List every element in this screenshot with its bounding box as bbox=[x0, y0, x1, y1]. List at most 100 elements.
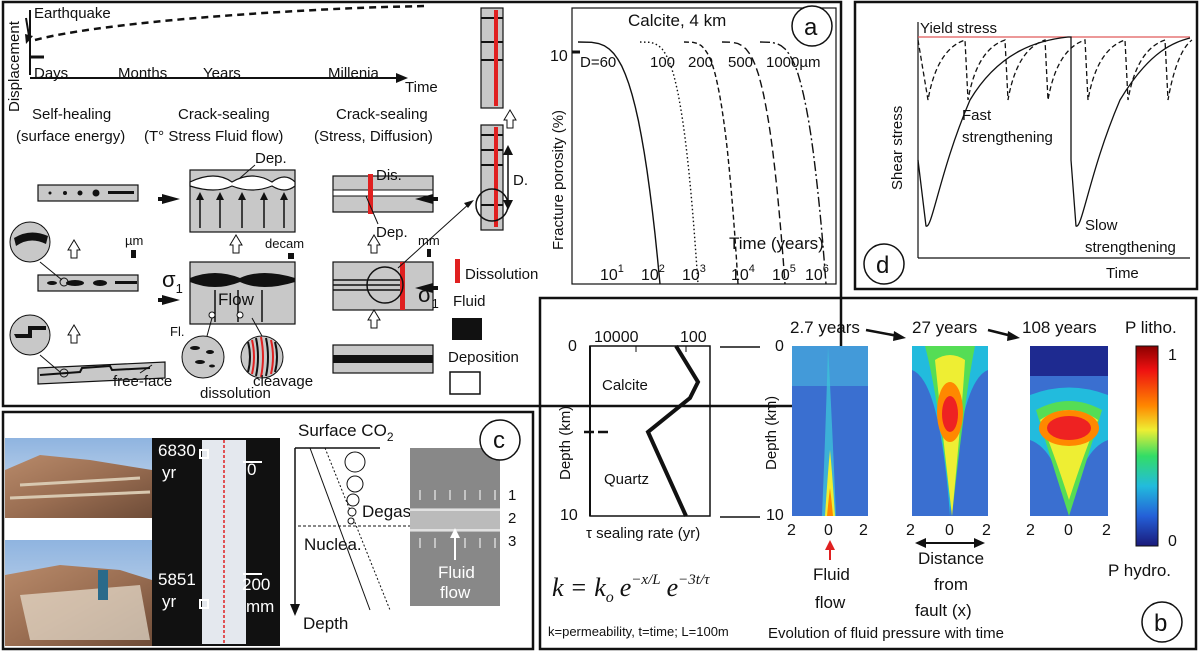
time-27: 27 years bbox=[912, 318, 977, 337]
diffusion-box-mid bbox=[332, 261, 434, 311]
fast-label-1: Fast bbox=[962, 107, 992, 124]
sigma1-left: σ1 bbox=[162, 267, 183, 296]
svg-text:2: 2 bbox=[1102, 522, 1111, 539]
depth-axis-label: Depth (km) bbox=[557, 406, 574, 480]
vein-column-bottom-red bbox=[494, 127, 498, 227]
pressure-line bbox=[324, 447, 391, 611]
time-arrow-2-head bbox=[1007, 331, 1020, 341]
crack-seal-deposits bbox=[189, 175, 296, 191]
vein-column-top bbox=[480, 7, 504, 109]
panel-b-badge bbox=[1141, 601, 1183, 643]
mm-scale bbox=[427, 249, 431, 257]
slow-strengthening-curve bbox=[917, 36, 1191, 227]
degas-label: Degas. bbox=[362, 502, 416, 521]
zoom-1-leader bbox=[39, 261, 63, 281]
panel-d: Yield stress Shear stress Time Fast stre… bbox=[853, 0, 1199, 291]
panel-c-letter: c bbox=[493, 427, 505, 454]
panel-a-badge bbox=[791, 5, 833, 47]
self-healing-pores bbox=[48, 189, 134, 197]
shear-stress-label: Shear stress bbox=[889, 106, 906, 190]
map-1-hot bbox=[827, 488, 833, 516]
curve-label-100: 100 bbox=[650, 54, 675, 71]
yield-stress-label: Yield stress bbox=[920, 20, 997, 37]
dis-label: Dis. bbox=[376, 167, 402, 184]
bubbles bbox=[344, 451, 366, 525]
distance-arrow-right bbox=[974, 538, 985, 548]
timescale-time: Time bbox=[405, 79, 438, 96]
diffusion-leader bbox=[397, 202, 471, 269]
panel-b-letter: b bbox=[1154, 610, 1167, 637]
push-arrow-2 bbox=[162, 295, 180, 305]
panel-c: 6830 yr 5851 yr 0 200 mm Surface CO2 Dep… bbox=[1, 410, 535, 651]
panel-c-frame bbox=[1, 410, 535, 651]
legend-dissolution-swatch bbox=[455, 259, 460, 283]
self-healing-zoom-1-pore bbox=[14, 232, 48, 246]
free-face-crack bbox=[39, 364, 151, 376]
diffusion-leader-head bbox=[464, 200, 474, 208]
diffusion-zoom bbox=[366, 266, 404, 304]
x-tick-4: 104 bbox=[731, 263, 755, 284]
map-2-red bbox=[942, 396, 958, 432]
mech2-sub: (T° Stress Fluid flow) bbox=[144, 128, 283, 145]
cleavage-lines bbox=[247, 337, 278, 377]
solubility-line bbox=[309, 447, 371, 611]
decam-label: decam bbox=[265, 236, 304, 251]
um-label: µm bbox=[125, 233, 143, 248]
dep-leader-1 bbox=[239, 164, 256, 179]
x-tick-1: 101 bbox=[600, 263, 624, 284]
d-arrow-top bbox=[503, 145, 513, 155]
colorbar-top-label: P litho. bbox=[1125, 318, 1177, 337]
self-healing-zoom-1 bbox=[9, 221, 51, 263]
curve-label-60: D=60 bbox=[580, 54, 616, 71]
zoom-2-target bbox=[59, 368, 69, 378]
diffusion-box-top-seal bbox=[332, 189, 434, 197]
flow-label: Flow bbox=[218, 290, 255, 309]
legend-fluid: Fluid bbox=[453, 293, 486, 310]
panel-a-letter: a bbox=[804, 14, 818, 41]
colorbar-tick-0: 0 bbox=[1168, 533, 1177, 550]
tau-tick-10000: 10000 bbox=[594, 329, 639, 346]
marker-top bbox=[199, 449, 209, 459]
panel-b-frame bbox=[538, 296, 1198, 651]
pore-2 bbox=[236, 311, 244, 319]
vein-column-top-red bbox=[494, 10, 498, 106]
push-arrow-2-shaft bbox=[158, 298, 168, 302]
porosity-ylabel: Fracture porosity (%) bbox=[550, 110, 567, 250]
um-scale bbox=[131, 250, 136, 258]
svg-text:0: 0 bbox=[1064, 522, 1073, 539]
depth-tick-0: 0 bbox=[568, 338, 577, 355]
svg-text:0: 0 bbox=[824, 522, 833, 539]
panel-b-title: Evolution of fluid pressure with time bbox=[768, 625, 1004, 642]
crack-seal-up-arrow-1 bbox=[229, 234, 243, 254]
mech2-title: Crack-sealing bbox=[178, 106, 270, 123]
porosity-curve-3 bbox=[683, 41, 739, 285]
vein-up-arrow bbox=[503, 109, 517, 129]
curve-label-1000: 1000µm bbox=[766, 54, 821, 71]
fluid-flow-red-head bbox=[825, 540, 835, 550]
vein-column-top-lines bbox=[481, 17, 503, 61]
crack-seal-box-mid bbox=[189, 261, 296, 325]
sealing-rate-curve bbox=[645, 344, 701, 517]
push-arrow-3 bbox=[415, 194, 433, 204]
panel-d-frame bbox=[853, 0, 1199, 291]
fluid-flow-label-a: Fluid bbox=[813, 565, 850, 584]
colorbar-bottom-label: P hydro. bbox=[1108, 561, 1171, 580]
distance-label-1: Distance bbox=[918, 549, 984, 568]
depth2-tick-10: 10 bbox=[766, 507, 784, 524]
vein-column-bottom bbox=[480, 124, 504, 231]
fluid-flow-arrowhead bbox=[450, 528, 460, 538]
porosity-y-tick-label: 10 bbox=[550, 48, 568, 65]
panel-a: Earthquake Displacement Days Months Year… bbox=[1, 0, 843, 408]
porosity-curve-4 bbox=[721, 41, 786, 285]
fluid-inclusions bbox=[190, 346, 215, 368]
time-label: Time bbox=[1106, 265, 1139, 282]
equation-caption: k=permeability, t=time; L=100m bbox=[548, 624, 729, 639]
x-tick-2: 102 bbox=[641, 263, 665, 284]
panel-a-frame bbox=[1, 0, 843, 408]
layer-1-label: 1 bbox=[508, 487, 516, 504]
depth2-axis-label: Depth (km) bbox=[763, 396, 780, 470]
dep-leader-2 bbox=[365, 195, 379, 225]
dissolution-small-label: dissolution bbox=[200, 385, 271, 402]
tau-label: τ sealing rate (yr) bbox=[586, 525, 700, 542]
legend-fluid-swatch bbox=[452, 318, 482, 340]
